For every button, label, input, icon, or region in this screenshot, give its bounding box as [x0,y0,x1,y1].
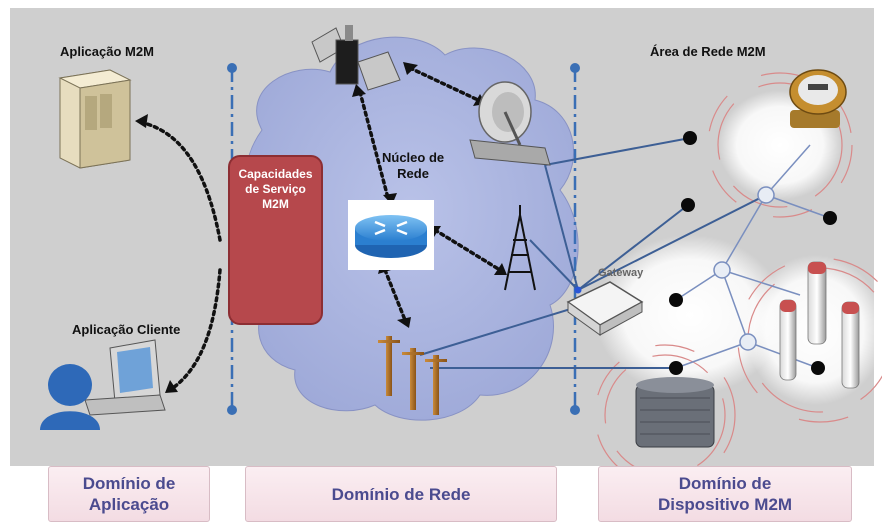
gas-cylinder-icon [779,261,860,389]
app-m2m-label: Aplicação M2M [60,44,154,59]
gateway-link-node [574,286,582,294]
domain-application-line-1: Domínio de [82,474,176,493]
hollow-nodes [713,186,775,351]
gateway-label: Gateway [598,267,644,279]
m2m-area-label: Área de Rede M2M [650,44,766,59]
user-computer-icon [40,339,166,430]
satellite-icon [311,25,401,91]
app-client-label: Aplicação Cliente [72,322,181,337]
mesh-links [675,144,831,369]
black-nodes [669,131,837,375]
domain-device-box: Domínio de Dispositivo M2M [598,466,852,522]
power-pole-icon [378,336,447,415]
service-capabilities-box: Capacidades de Serviço M2M [228,155,323,325]
domain-application-line-2: Aplicação [88,495,170,514]
satellite-dish-icon [469,81,551,166]
water-meter-icon [789,69,847,128]
gateway-device-icon [566,281,644,336]
router-icon [348,200,434,270]
core-network-label: Núcleo de Rede [382,150,444,182]
server-icon [58,69,132,169]
domain-network-line-1: Domínio de Rede [331,484,471,504]
service-line-2: de Serviço [245,182,306,196]
core-network-line-1: Núcleo de [382,150,445,165]
core-network-line-2: Rede [397,166,429,181]
dotted-arrows [138,66,502,392]
domain-application-box: Domínio de Aplicação [48,466,210,522]
divider-endpoints [227,63,580,415]
domain-device-line-2: Dispositivo M2M [657,495,793,514]
service-line-3: M2M [262,197,289,211]
service-line-1: Capacidades [238,167,313,181]
cell-tower-icon [504,205,536,291]
appliance-icon [635,377,715,448]
domain-network-box: Domínio de Rede [245,466,557,522]
domain-device-line-1: Domínio de [678,474,772,493]
